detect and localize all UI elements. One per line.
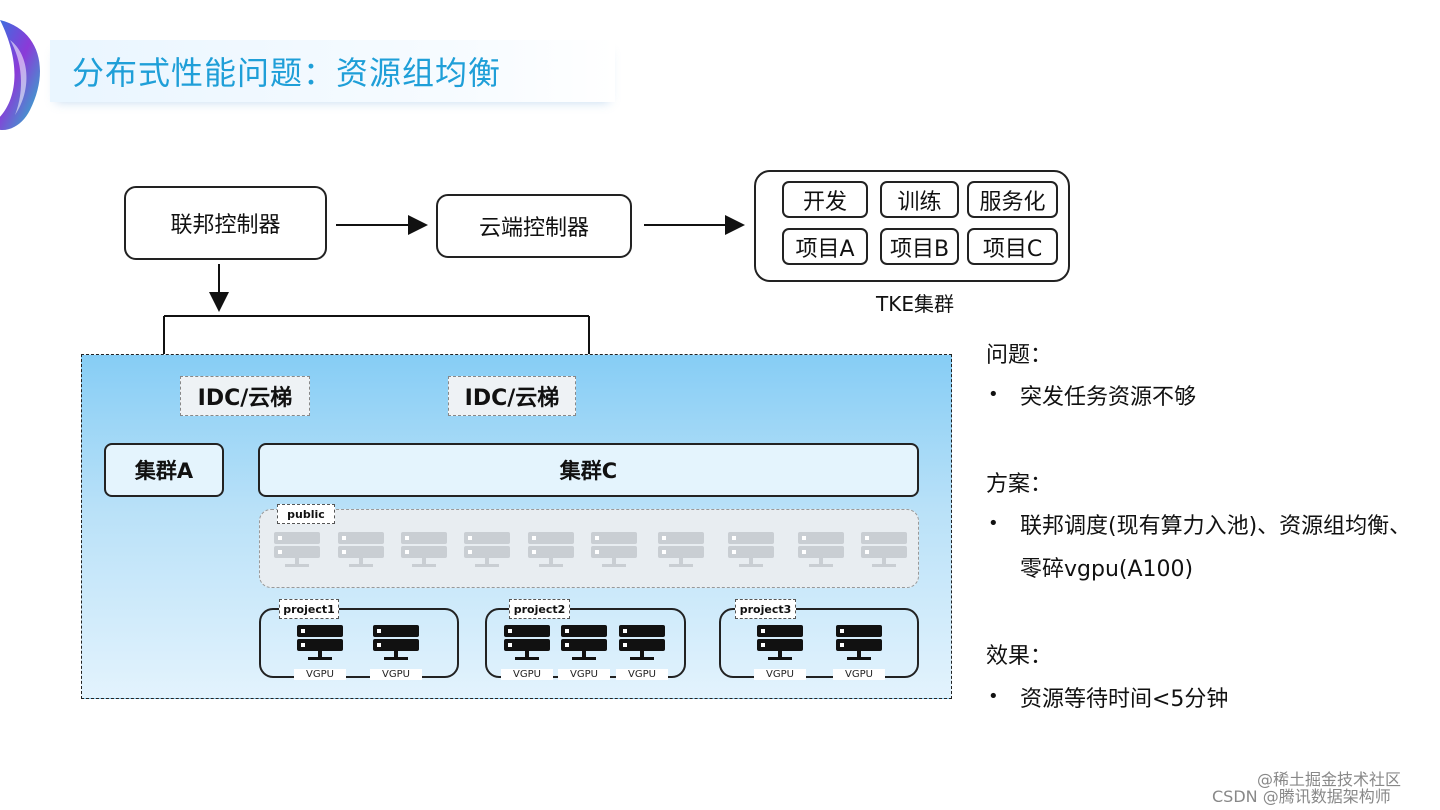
problem-heading: 问题： (986, 343, 1053, 368)
vgpu-label: VGPU (501, 669, 553, 680)
project-label: project3 (735, 599, 796, 619)
server-icon (401, 532, 447, 567)
vgpu-label: VGPU (616, 669, 668, 680)
public-pool-label: public (277, 504, 335, 524)
cluster-a: 集群A (104, 443, 224, 497)
gpu-server-icon (619, 625, 665, 660)
watermark-csdn: CSDN @腾讯数据架构师 (1212, 787, 1391, 806)
idc-label-right: IDC/云梯 (448, 376, 576, 416)
server-icon (728, 532, 774, 567)
tke-tag: 训练 (880, 181, 959, 218)
solution-item-line2: 零碎vgpu(A100) (1020, 557, 1194, 582)
project-label: project1 (279, 599, 339, 619)
tke-cluster-label: TKE集群 (876, 292, 954, 316)
gpu-server-icon (373, 625, 419, 660)
effect-item: 资源等待时间<5分钟 (1020, 687, 1229, 712)
federation-controller: 联邦控制器 (124, 186, 327, 260)
effect-heading: 效果： (986, 644, 1053, 669)
vgpu-label: VGPU (754, 669, 806, 680)
vgpu-label: VGPU (370, 669, 422, 680)
cloud-controller: 云端控制器 (436, 194, 632, 258)
solution-item-line1: 联邦调度(现有算力入池)、资源组均衡、 (1020, 514, 1412, 539)
gpu-server-icon (757, 625, 803, 660)
vgpu-label: VGPU (833, 669, 885, 680)
tke-tag: 服务化 (967, 181, 1058, 218)
project-label: project2 (509, 599, 570, 619)
gpu-server-icon (504, 625, 550, 660)
gpu-server-icon (297, 625, 343, 660)
server-icon (861, 532, 907, 567)
problem-item: 突发任务资源不够 (1020, 385, 1197, 410)
title-band (50, 40, 615, 102)
server-icon (464, 532, 510, 567)
watermark-juejin: @稀土掘金技术社区 (1257, 770, 1402, 789)
bullet-icon: • (988, 384, 999, 405)
gpu-server-icon (561, 625, 607, 660)
tke-tag: 开发 (782, 181, 868, 218)
brand-swirl-logo (0, 20, 40, 130)
server-icon (658, 532, 704, 567)
vgpu-label: VGPU (294, 669, 346, 680)
idc-label-left: IDC/云梯 (180, 376, 310, 416)
bullet-icon: • (988, 686, 999, 707)
server-icon (274, 532, 320, 567)
server-icon (798, 532, 844, 567)
tke-tag: 项目B (880, 228, 959, 265)
tke-tag: 项目C (967, 228, 1058, 265)
server-icon (528, 532, 574, 567)
page-title: 分布式性能问题：资源组均衡 (72, 54, 502, 92)
vgpu-label: VGPU (558, 669, 610, 680)
tke-tag: 项目A (782, 228, 868, 265)
server-icon (591, 532, 637, 567)
cluster-c: 集群C (258, 443, 919, 497)
project-pool (719, 608, 919, 678)
project-pool (259, 608, 459, 678)
gpu-server-icon (836, 625, 882, 660)
server-icon (338, 532, 384, 567)
solution-heading: 方案： (986, 472, 1053, 497)
bullet-icon: • (988, 513, 999, 534)
